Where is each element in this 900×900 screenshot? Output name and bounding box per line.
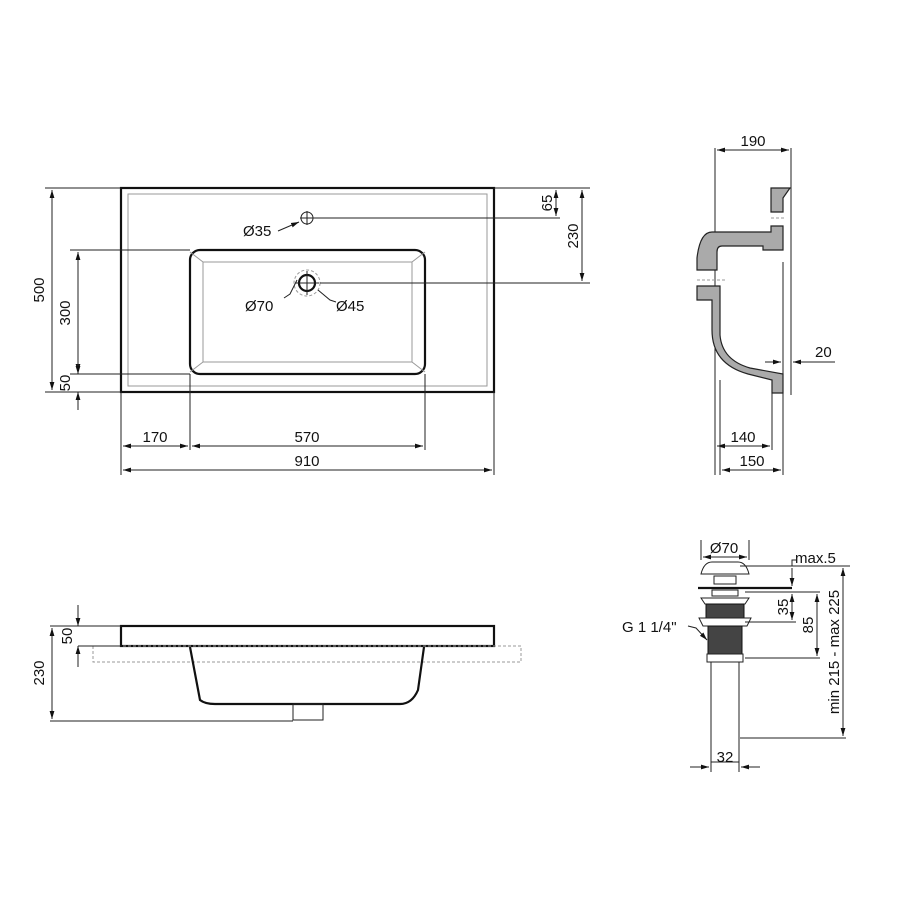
dim-230: 230	[565, 223, 582, 248]
dim-170: 170	[142, 429, 167, 446]
pipe-diameter-label: 32	[717, 749, 734, 766]
dim-190: 190	[740, 133, 765, 150]
bowl-outline	[188, 248, 427, 376]
dim-230-height: 230	[31, 660, 48, 685]
side-section: 190 20 140 150	[696, 133, 835, 475]
thread-label: G 1 1/4"	[622, 619, 677, 636]
dim-150: 150	[739, 453, 764, 470]
dim-20: 20	[815, 344, 832, 361]
drain-stub	[292, 703, 324, 721]
bowl-profile	[188, 646, 426, 706]
front-view: 230 50	[31, 605, 522, 722]
basin-outline	[119, 186, 496, 394]
dim-35: 35	[775, 599, 792, 616]
drain-pipe	[710, 661, 740, 763]
drain-cap-icon	[700, 561, 750, 575]
section-profile	[770, 187, 792, 213]
dim-85: 85	[800, 617, 817, 634]
cap-diameter-label: Ø70	[710, 540, 738, 557]
drain-detail: Ø70 max.5 35 85 min 215 - max 225 G 1 1/…	[622, 540, 850, 772]
dim-300: 300	[57, 300, 74, 325]
thread-icon	[707, 625, 743, 655]
drain-inner-diameter-label: Ø45	[336, 298, 364, 315]
dim-140: 140	[730, 429, 755, 446]
tap-hole-diameter-label: Ø35	[243, 223, 271, 240]
dim-50-rim: 50	[59, 628, 76, 645]
dim-910: 910	[294, 453, 319, 470]
front-rim	[119, 624, 496, 648]
dim-500: 500	[31, 277, 48, 302]
dim-65: 65	[539, 195, 556, 212]
cap-gap-label: max.5	[795, 550, 836, 567]
dim-total-length: min 215 - max 225	[826, 590, 843, 714]
dim-570: 570	[294, 429, 319, 446]
dim-50: 50	[57, 375, 74, 392]
top-view: 500 300 50 65 230 170 570 910 Ø35 Ø70 Ø4…	[31, 186, 590, 475]
countertop-outline	[92, 645, 522, 663]
drain-outer-diameter-label: Ø70	[245, 298, 273, 315]
basin-inner-edge	[127, 193, 488, 387]
